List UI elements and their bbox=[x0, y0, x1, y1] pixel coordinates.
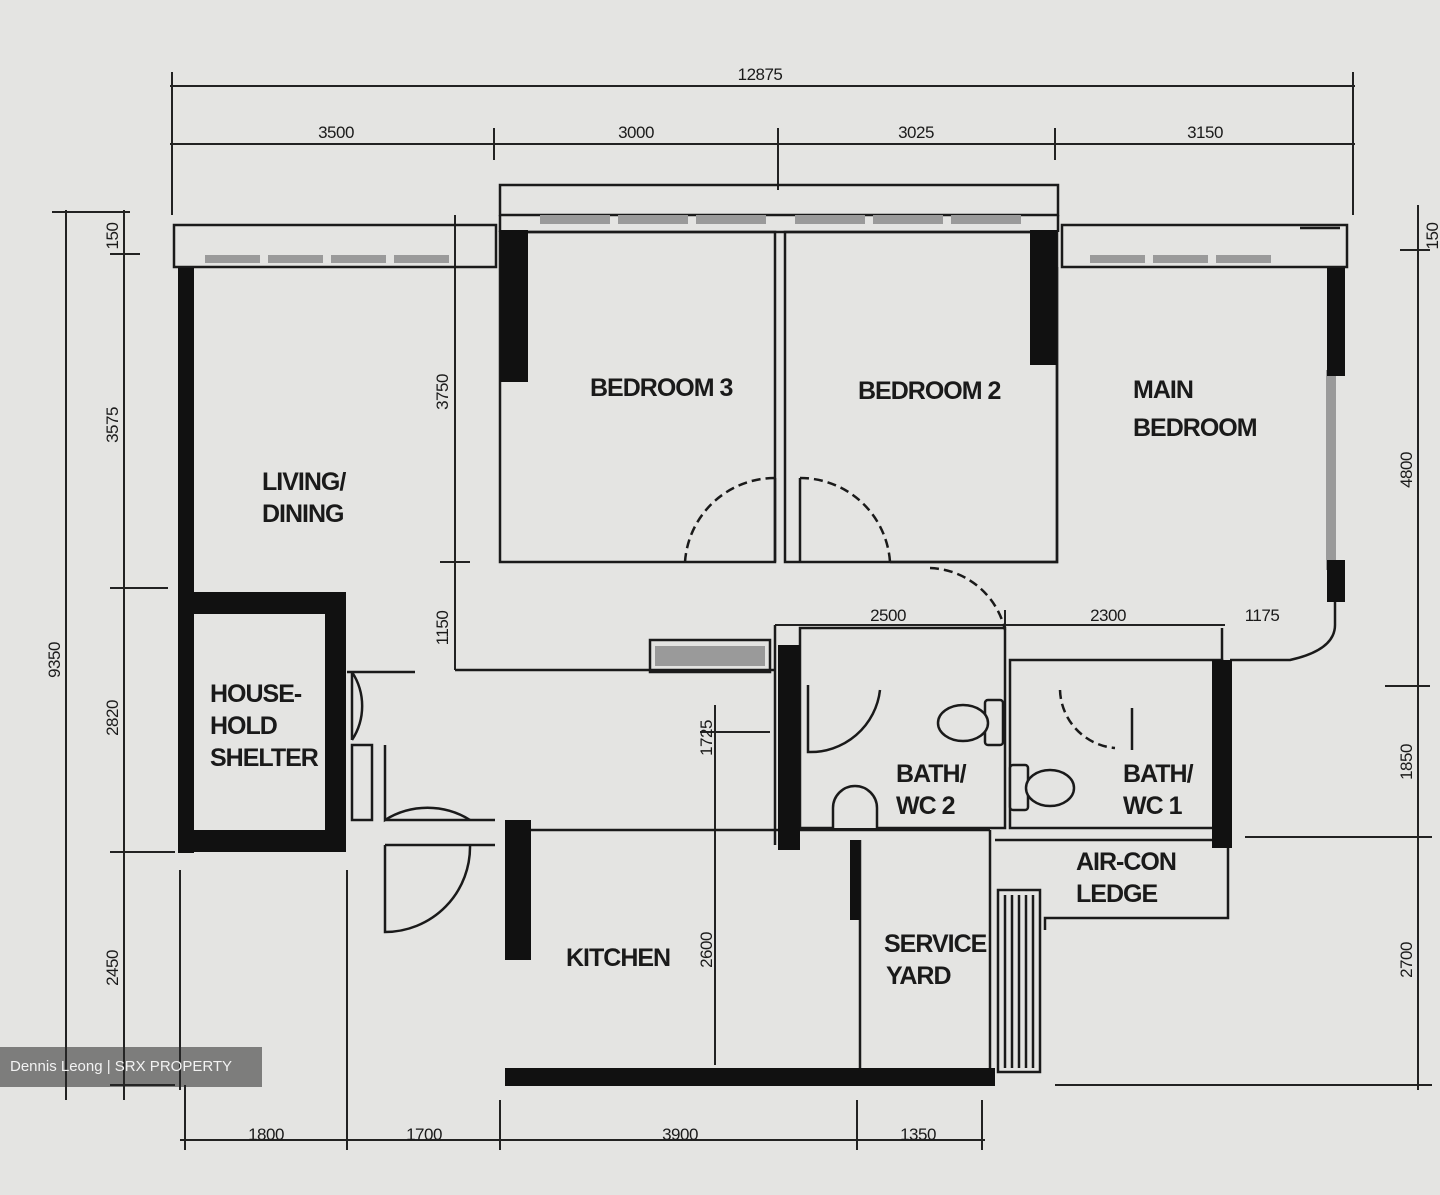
dim-left-4: 2450 bbox=[103, 950, 122, 986]
label-bath-wc-1: BATH/ WC 1 bbox=[1123, 760, 1198, 820]
sanitary-fixtures bbox=[831, 698, 1076, 828]
label-household-shelter: HOUSE- HOLD SHELTER bbox=[210, 680, 319, 772]
dim-interior-1150: 1150 bbox=[433, 611, 452, 646]
structural-walls bbox=[178, 230, 1345, 1086]
label-bedroom-2: BEDROOM 2 bbox=[858, 377, 1001, 405]
dim-top-3: 3025 bbox=[898, 123, 934, 142]
dim-interior-2500: 2500 bbox=[870, 606, 906, 625]
dim-right-4: 2700 bbox=[1397, 942, 1416, 978]
outline-walls bbox=[172, 183, 1349, 1074]
dim-top-1: 3500 bbox=[318, 123, 354, 142]
dim-interior-2300: 2300 bbox=[1090, 606, 1126, 625]
window-panels bbox=[205, 215, 1336, 666]
dim-left-1: 150 bbox=[103, 223, 122, 250]
dim-left-2: 3575 bbox=[103, 407, 122, 443]
label-living-dining: LIVING/ DINING bbox=[262, 468, 351, 528]
dim-bottom-4: 1350 bbox=[900, 1125, 936, 1144]
dimension-labels: 12875 3500 3000 3025 3150 1800 1700 3900… bbox=[45, 65, 1440, 1144]
watermark-banner: Dennis Leong | SRX PROPERTY bbox=[0, 1047, 262, 1087]
dim-left-overall: 9350 bbox=[45, 642, 64, 678]
dim-interior-3750: 3750 bbox=[433, 374, 452, 410]
doors bbox=[350, 478, 1134, 934]
label-bath-wc-2: BATH/ WC 2 bbox=[896, 760, 971, 820]
dim-interior-1725: 1725 bbox=[697, 720, 716, 756]
dim-interior-2600: 2600 bbox=[697, 932, 716, 968]
label-aircon-ledge: AIR-CON LEDGE bbox=[1076, 848, 1182, 908]
dim-interior-1175: 1175 bbox=[1245, 606, 1280, 625]
dim-right-1: 150 bbox=[1423, 223, 1440, 250]
label-kitchen: KITCHEN bbox=[566, 944, 670, 972]
watermark-text: Dennis Leong | SRX PROPERTY bbox=[10, 1058, 233, 1075]
label-bedroom-3: BEDROOM 3 bbox=[590, 374, 733, 402]
dim-bottom-2: 1700 bbox=[406, 1125, 442, 1144]
dim-right-2: 4800 bbox=[1397, 452, 1416, 488]
dim-overall-width: 12875 bbox=[738, 65, 783, 84]
door-swings bbox=[683, 476, 1116, 750]
dim-top-4: 3150 bbox=[1187, 123, 1223, 142]
dim-left-3: 2820 bbox=[103, 700, 122, 736]
label-service-yard: SERVICE YARD bbox=[884, 930, 992, 990]
room-labels: LIVING/ DINING BEDROOM 3 BEDROOM 2 MAIN … bbox=[210, 374, 1258, 990]
dim-right-3: 1850 bbox=[1397, 744, 1416, 780]
dim-top-2: 3000 bbox=[618, 123, 654, 142]
dim-bottom-3: 3900 bbox=[662, 1125, 698, 1144]
dim-bottom-1: 1800 bbox=[248, 1125, 284, 1144]
label-main-bedroom: MAIN BEDROOM bbox=[1133, 376, 1257, 442]
